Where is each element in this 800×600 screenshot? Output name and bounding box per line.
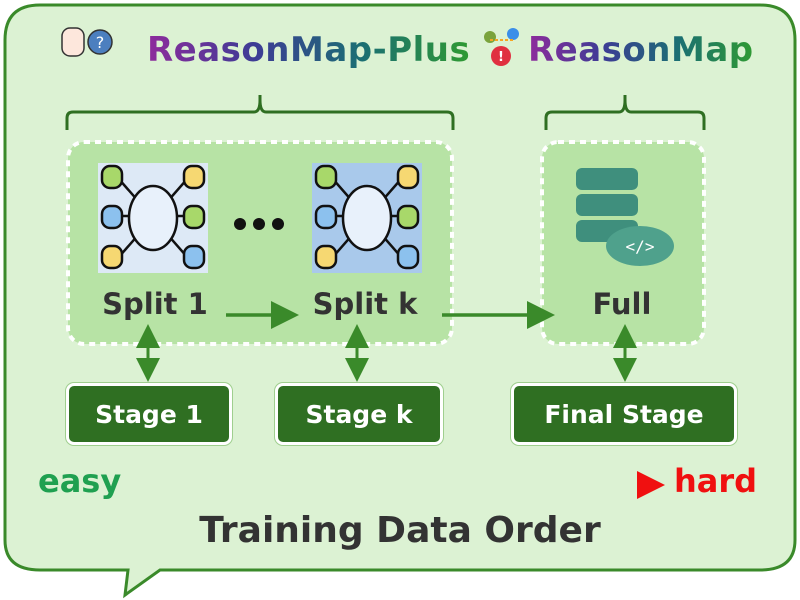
ellipsis-icon	[234, 218, 284, 230]
svg-text:!: !	[498, 50, 504, 65]
map-pin-icon: !	[484, 28, 519, 66]
reasonmap-plus-title: ReasonMap-Plus	[147, 30, 471, 70]
database-network-icon	[312, 163, 422, 273]
easy-label: easy	[38, 462, 122, 500]
svg-text:?: ?	[96, 33, 105, 52]
database-cloud-icon: </>	[576, 168, 674, 266]
stage-k-box: Stage k	[275, 383, 443, 445]
split-k-label: Split k	[312, 287, 418, 321]
stage-1-box: Stage 1	[66, 383, 232, 445]
hard-label: hard	[674, 462, 758, 500]
final-stage-box: Final Stage	[511, 383, 737, 445]
full-label: Full	[592, 287, 652, 321]
svg-text:</>: </>	[626, 237, 655, 256]
split-1-label: Split 1	[102, 287, 208, 321]
database-network-icon	[98, 163, 208, 273]
bracket-plus	[65, 95, 455, 130]
bracket-main	[544, 95, 706, 130]
footer-title: Training Data Order	[199, 510, 601, 551]
reasonmap-title: ReasonMap	[528, 30, 754, 70]
hand-quiz-icon: ?	[61, 27, 113, 57]
